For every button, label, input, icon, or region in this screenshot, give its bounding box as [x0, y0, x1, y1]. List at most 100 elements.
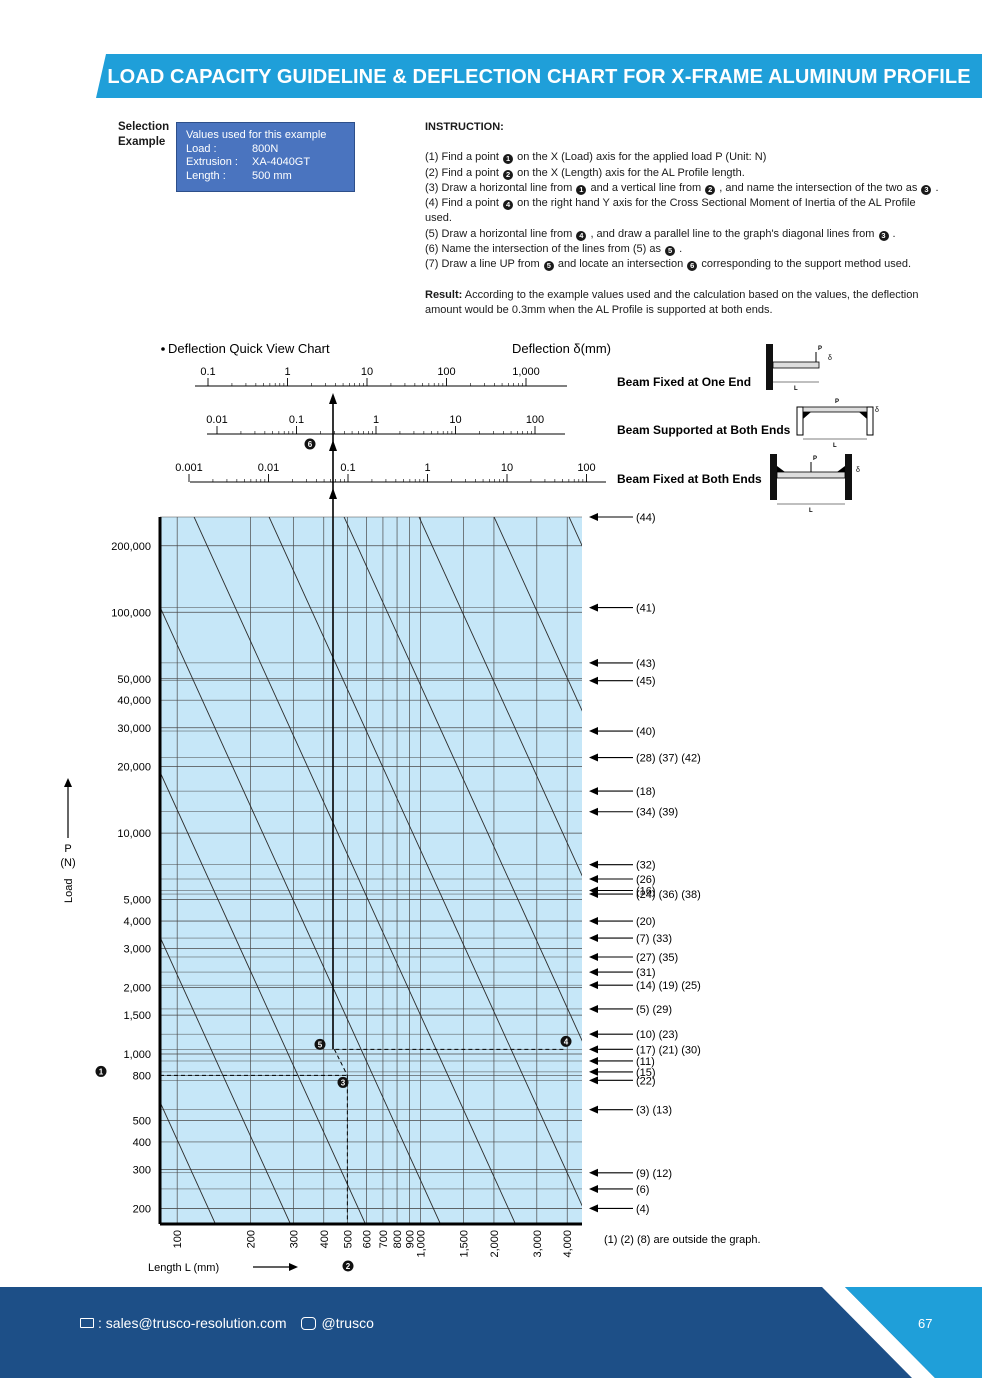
- profile-ref-arrow-head: [589, 753, 598, 762]
- step-marker-icon: 3: [878, 230, 889, 241]
- example-marker-label: 3: [341, 1078, 346, 1087]
- fixed-support-icon: [845, 454, 852, 500]
- y-tick-label: 300: [133, 1165, 151, 1177]
- profile-ref-label: (20): [636, 916, 656, 928]
- profile-ref-arrow-head: [589, 890, 598, 899]
- profile-ref-label: (14) (19) (25): [636, 980, 701, 992]
- deflection-tick-label: 100: [577, 462, 595, 474]
- pin-support-icon: [796, 406, 804, 436]
- profile-ref-label: (7) (33): [636, 933, 672, 945]
- delta-label: δ: [828, 355, 832, 362]
- step-marker-icon: 2: [503, 169, 514, 180]
- step-marker-icon: 4: [503, 200, 514, 211]
- title-banner: [96, 54, 982, 98]
- profile-ref-label: (27) (35): [636, 952, 678, 964]
- profile-ref-arrow-head: [589, 860, 598, 869]
- profile-ref-arrow-head: [589, 603, 598, 612]
- deflection-tick-label: 1: [284, 366, 290, 378]
- profile-ref-label: (3) (13): [636, 1105, 672, 1117]
- y-tick-label: 3,000: [123, 944, 151, 956]
- profile-ref-label: (18): [636, 786, 656, 798]
- example-marker-label: 2: [346, 1262, 351, 1271]
- diagonal-line: [493, 517, 582, 712]
- profile-ref-arrow-head: [589, 1030, 598, 1039]
- example-marker-icon: [342, 1260, 354, 1272]
- x-tick-label: 200: [245, 1230, 257, 1248]
- step-marker-icon: 6: [687, 261, 698, 272]
- profile-ref-arrow-head: [589, 1067, 598, 1076]
- y-tick-label: 5,000: [123, 895, 151, 907]
- plot-area: [160, 517, 582, 1224]
- profile-ref-arrow-head: [589, 727, 598, 736]
- instruction-step: (2) Find a point 2 on the X (Length) axi…: [425, 166, 745, 180]
- length-l-label: L: [809, 508, 813, 514]
- profile-ref-label: (43): [636, 658, 656, 670]
- example-up-arrow-head: [329, 440, 337, 451]
- deflection-tick-label: 0.01: [206, 414, 227, 426]
- y-axis-arrow-head: [64, 778, 72, 787]
- profile-ref-label: (24) (36) (38): [636, 889, 701, 901]
- profile-ref-arrow-head: [589, 807, 598, 816]
- diagonal-line: [160, 1100, 216, 1224]
- profile-ref-label: (9) (12): [636, 1168, 672, 1180]
- profile-ref-arrow-head: [589, 1056, 598, 1065]
- deflection-tick-label: 0.01: [258, 462, 279, 474]
- selection-example-label: Selection Example: [118, 120, 174, 150]
- title-banner-text-wrap: LOAD CAPACITY GUIDELINE & DEFLECTION CHA…: [96, 54, 982, 98]
- instruction-block: INSTRUCTION: (1) Find a point 1 on the X…: [425, 120, 945, 318]
- step-marker-icon: 5: [543, 261, 554, 272]
- profile-ref-label: (26): [636, 874, 656, 886]
- selection-value: 500 mm: [252, 169, 292, 182]
- support-corner-icon: [777, 466, 785, 472]
- load-p-label: P: [813, 456, 817, 462]
- diagonal-line: [160, 770, 366, 1224]
- chart-title: Deflection Quick View Chart: [168, 341, 330, 356]
- example-marker-label: 1: [99, 1067, 104, 1076]
- y-tick-label: 30,000: [117, 723, 151, 735]
- footer-email[interactable]: : sales@trusco-resolution.com: [98, 1315, 287, 1331]
- example-marker-icon: [560, 1035, 572, 1047]
- instruction-steps: (1) Find a point 1 on the X (Load) axis …: [425, 150, 945, 272]
- instruction-step: (3) Draw a horizontal line from 1 and a …: [425, 181, 939, 195]
- diagonal-line: [160, 935, 291, 1224]
- deflection-tick-label: 1: [373, 414, 379, 426]
- example-marker-label: 5: [318, 1040, 323, 1049]
- x-tick-label: 900: [405, 1230, 417, 1248]
- profile-ref-arrow-head: [589, 917, 598, 926]
- support-method-label: Beam Supported at Both Ends: [617, 423, 791, 437]
- y-axis-label: Load: [63, 879, 75, 903]
- beam-icon: [772, 361, 820, 369]
- selection-box-title: Values used for this example: [186, 129, 327, 141]
- instruction-step: (1) Find a point 1 on the X (Load) axis …: [425, 151, 767, 165]
- profile-ref-label: (6): [636, 1184, 649, 1196]
- diagonal-line: [418, 517, 582, 877]
- x-tick-label: 2,000: [489, 1230, 501, 1258]
- profile-ref-arrow-head: [589, 787, 598, 796]
- length-l-label: L: [794, 386, 798, 392]
- fixed-support-icon: [766, 344, 773, 390]
- profile-ref-arrow-head: [589, 1168, 598, 1177]
- profile-ref-label: (11): [636, 1056, 655, 1068]
- support-corner-icon: [859, 412, 867, 419]
- support-method-label: Beam Fixed at One End: [617, 375, 751, 389]
- deflection-tick-label: 0.1: [340, 462, 355, 474]
- x-tick-label: 500: [342, 1230, 354, 1248]
- support-corner-icon: [837, 466, 845, 472]
- fixed-support-icon: [770, 454, 777, 500]
- example-marker-icon: [95, 1065, 107, 1077]
- footer-line-id[interactable]: @trusco: [321, 1315, 374, 1331]
- profile-ref-arrow-head: [589, 658, 598, 667]
- y-tick-label: 800: [133, 1070, 151, 1082]
- diagonal-line: [160, 605, 441, 1224]
- y-tick-label: 200: [133, 1203, 151, 1215]
- support-method-label: Beam Fixed at Both Ends: [617, 472, 762, 486]
- example-diagonal-line: [333, 1049, 348, 1076]
- instruction-result: Result: According to the example values …: [425, 288, 945, 319]
- footer-contact: : sales@trusco-resolution.com @trusco: [80, 1315, 374, 1331]
- example-marker-label: 4: [564, 1037, 569, 1046]
- step-marker-icon: 2: [705, 184, 716, 195]
- deflection-nomogram: 200,000100,00050,00040,00030,00020,00010…: [60, 341, 879, 1274]
- delta-label: δ: [856, 467, 860, 474]
- selection-key: Extrusion :: [186, 156, 238, 168]
- selection-key: Load :: [186, 142, 217, 155]
